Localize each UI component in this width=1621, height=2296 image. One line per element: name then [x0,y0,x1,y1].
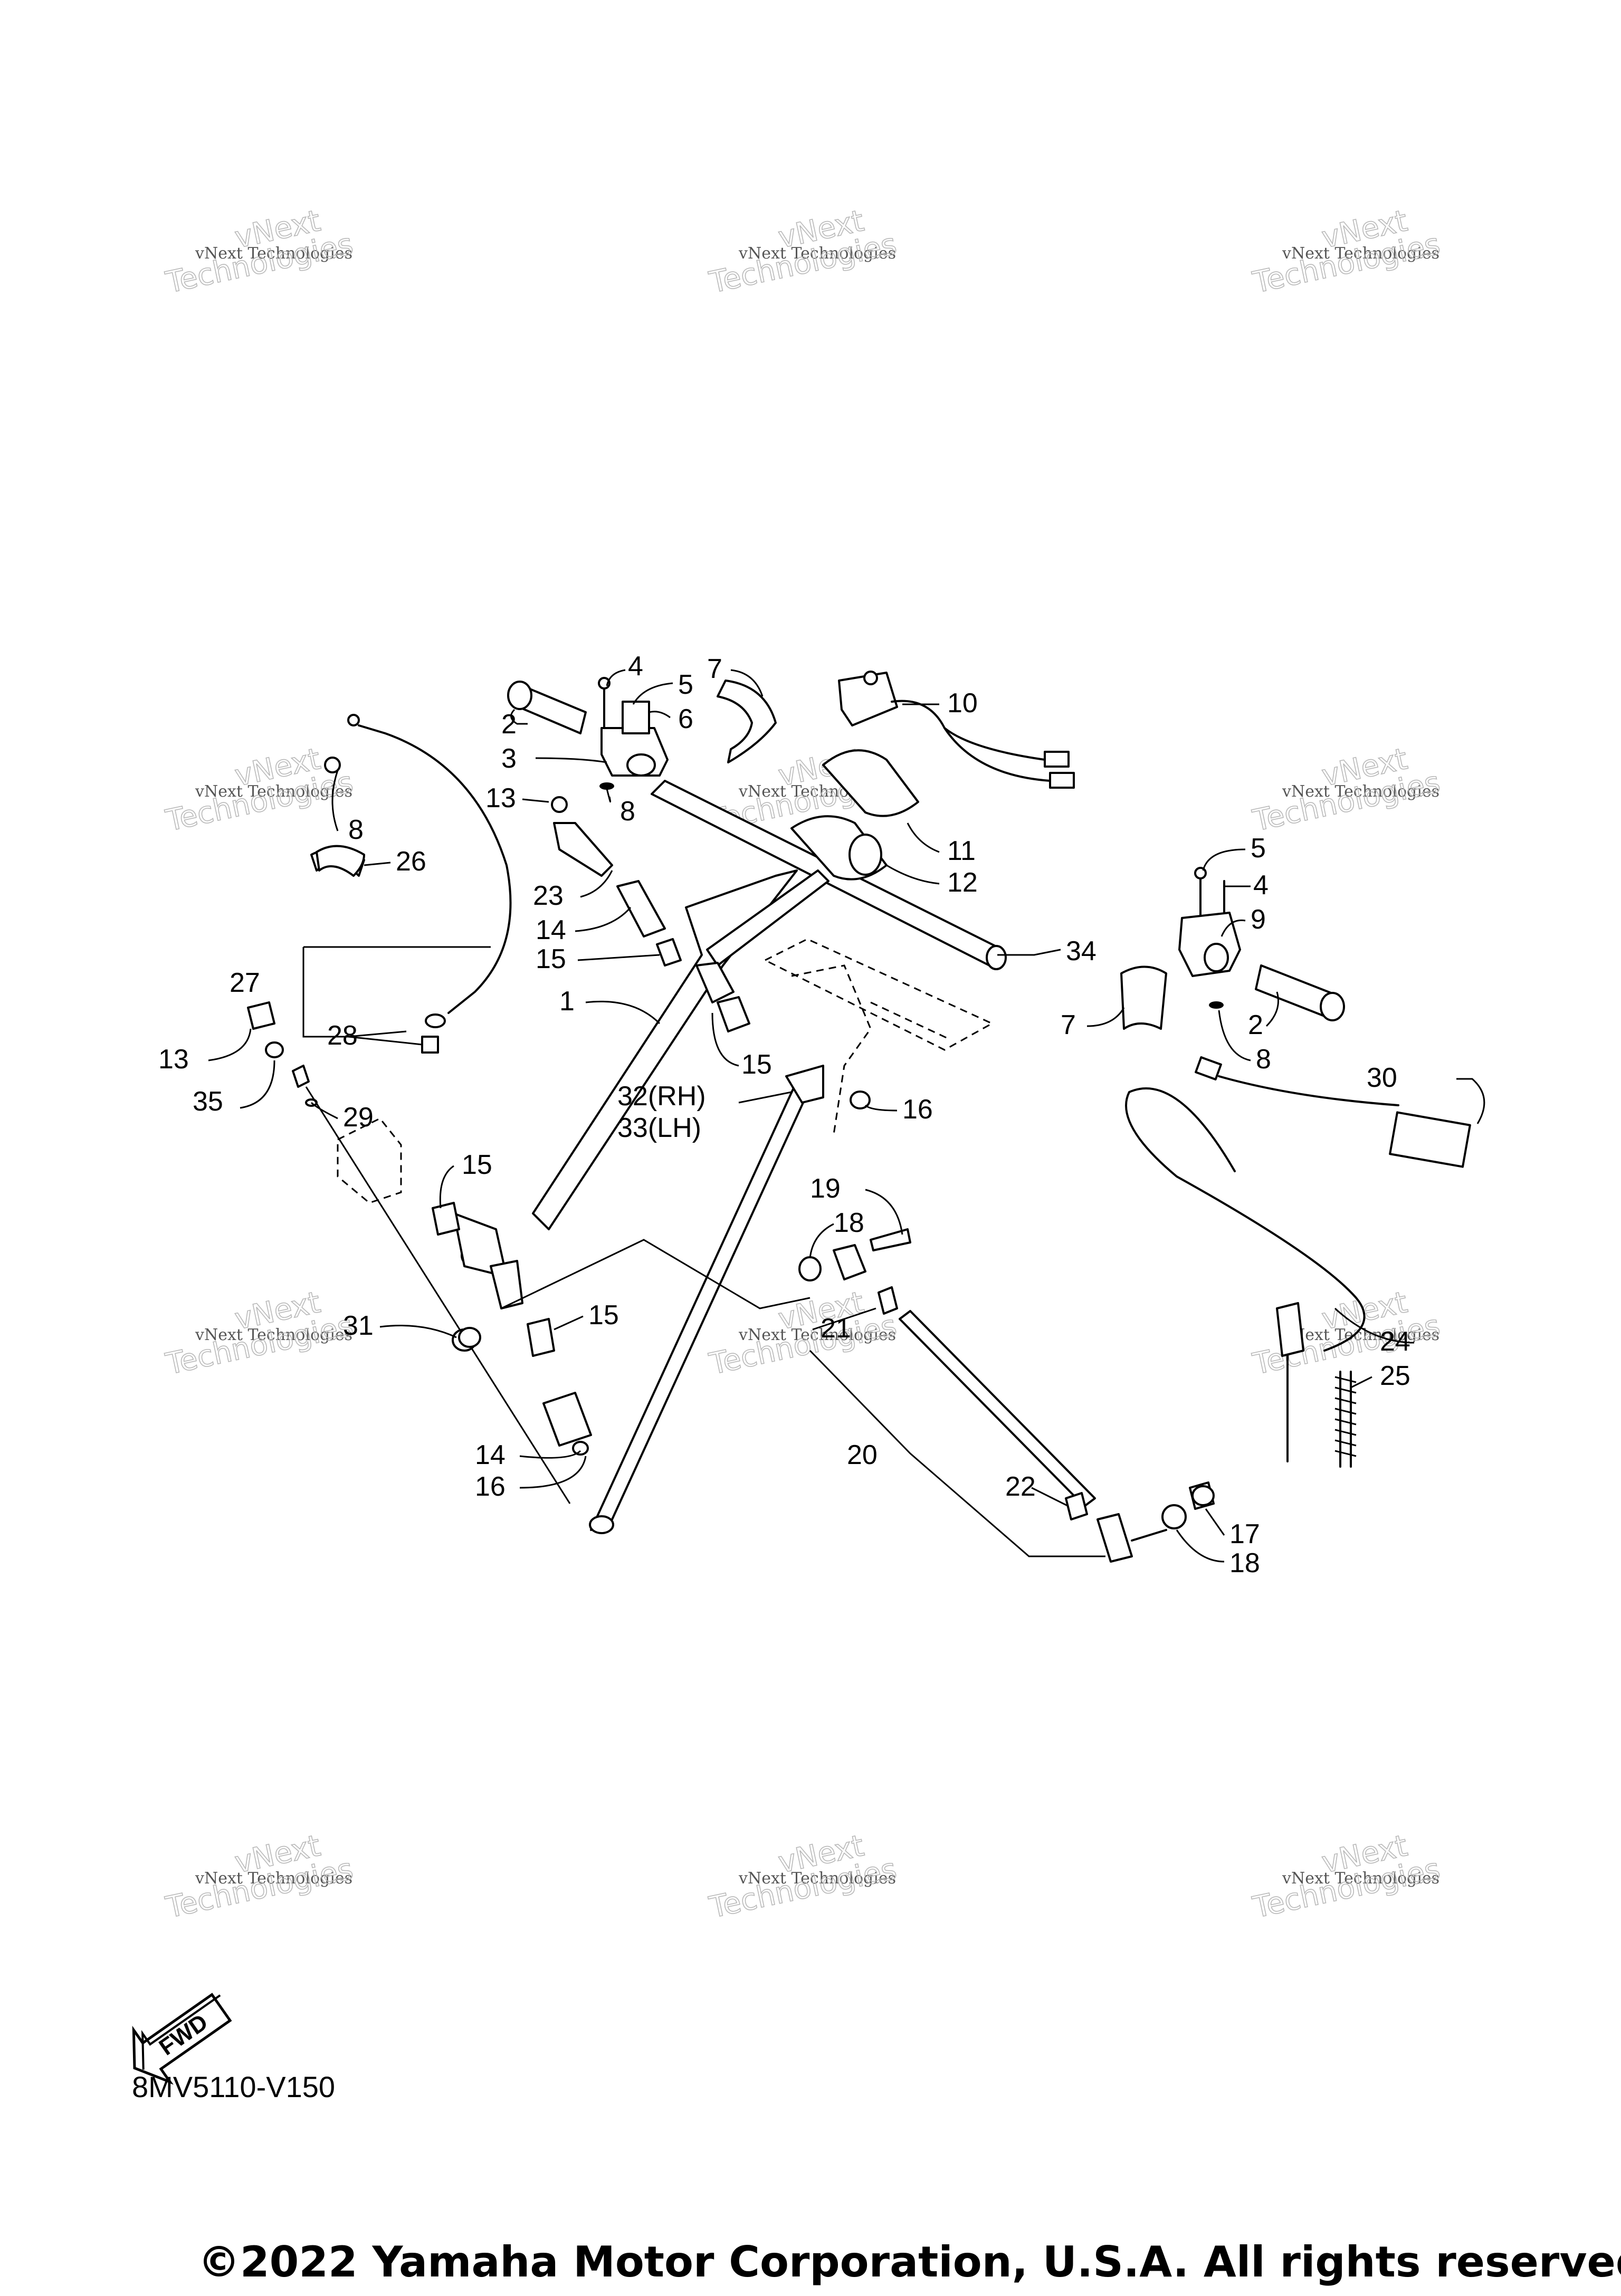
callout-4: 4 [628,651,643,682]
callout-6: 6 [678,704,693,734]
watermark-text: vNext Technologies [195,1326,352,1344]
callout-35: 35 [193,1086,223,1117]
watermark-text: vNext Technologies [738,244,896,263]
watermark-text: vNext Technologies [738,1326,896,1344]
callout-16: 16 [475,1471,506,1502]
heated-grip-covers [790,749,919,881]
watermark-text: vNext Technologies [195,1869,352,1888]
callout-29: 29 [343,1102,374,1133]
callout-21: 21 [821,1313,851,1344]
fastener-nuts [458,1090,1215,1506]
watermark-text: vNext Technologies [738,1869,896,1888]
callout-19: 19 [810,1173,841,1204]
callout-8: 8 [1256,1044,1271,1075]
callout-8: 8 [620,796,635,827]
callout-14: 14 [536,915,566,945]
callout-17: 17 [1229,1519,1260,1549]
handlebar-bar [651,780,1007,970]
callout-16: 16 [902,1094,933,1125]
callout-9: 9 [1251,904,1266,935]
callout-3: 3 [501,743,517,774]
hand-guard-right [1120,965,1167,1030]
callout-26: 26 [396,846,426,877]
callout-14: 14 [475,1440,506,1470]
callout-22: 22 [1005,1471,1036,1502]
callout-15: 15 [536,944,566,974]
callout-30: 30 [1367,1063,1397,1093]
right-cable-assembly [1125,1056,1471,1468]
callout-2: 2 [501,709,517,740]
callout-13: 13 [485,783,516,814]
callout-23: 23 [533,881,564,911]
callout-15: 15 [741,1049,772,1080]
callout-8: 8 [348,815,364,845]
callout-2: 2 [1248,1010,1263,1040]
callout-7: 7 [1061,1010,1076,1040]
callout-25: 25 [1380,1361,1410,1391]
callout-15: 15 [588,1300,619,1331]
right-grip-assembly [1178,867,1345,1021]
switch-assembly [838,671,1075,789]
callout-15: 15 [462,1150,492,1180]
callout-31: 31 [343,1310,374,1341]
callout-27: 27 [230,968,260,998]
callout-33-lh: 33(LH) [617,1113,701,1143]
left-grip-assembly [507,677,669,790]
watermark-text: vNext Technologies [195,244,352,263]
tie-rod [798,1228,1215,1563]
callout-13: 13 [158,1044,189,1075]
callout-32-rh: 32(RH) [617,1081,706,1112]
callout-5: 5 [678,669,693,700]
steering-arm [589,1065,824,1534]
steering-column [453,869,829,1278]
leader-lines [208,669,1485,1563]
callout-18: 18 [834,1208,864,1238]
callout-24: 24 [1380,1326,1410,1357]
callout-12: 12 [947,867,978,898]
callout-4: 4 [1253,870,1269,901]
watermark-text: vNext Technologies [1282,244,1439,263]
callout-1: 1 [559,986,575,1017]
copyright-notice: ©2022 Yamaha Motor Corporation, U.S.A. A… [198,2237,1621,2287]
callout-18: 18 [1229,1548,1260,1578]
center-bracket-stack [551,796,750,1032]
callout-34: 34 [1066,936,1096,967]
parts-drawing: 2 3 4 5 6 7 8 10 11 12 13 8 26 23 14 15 … [158,651,1485,1578]
callout-11: 11 [947,836,976,866]
hand-guard-left [717,680,777,763]
callout-28: 28 [327,1020,358,1051]
mount-bracket-dashed [763,938,994,1135]
watermark-text: vNext Technologies [1282,1869,1439,1888]
watermark-text: vNext Technologies [195,782,352,801]
watermarks: vNext Technologies Technologies vNext vN… [163,203,1444,1925]
callout-5: 5 [1251,833,1266,864]
diagram-code: 8MV5110-V150 [132,2070,335,2103]
callout-20: 20 [847,1440,878,1470]
band-26 [316,845,365,877]
callout-10: 10 [947,688,978,719]
watermark-text: vNext Technologies [1282,782,1439,801]
left-bracket-stack [305,1086,592,1504]
callout-labels: 2 3 4 5 6 7 8 10 11 12 13 8 26 23 14 15 … [158,651,1410,1578]
callout-7: 7 [707,654,722,684]
